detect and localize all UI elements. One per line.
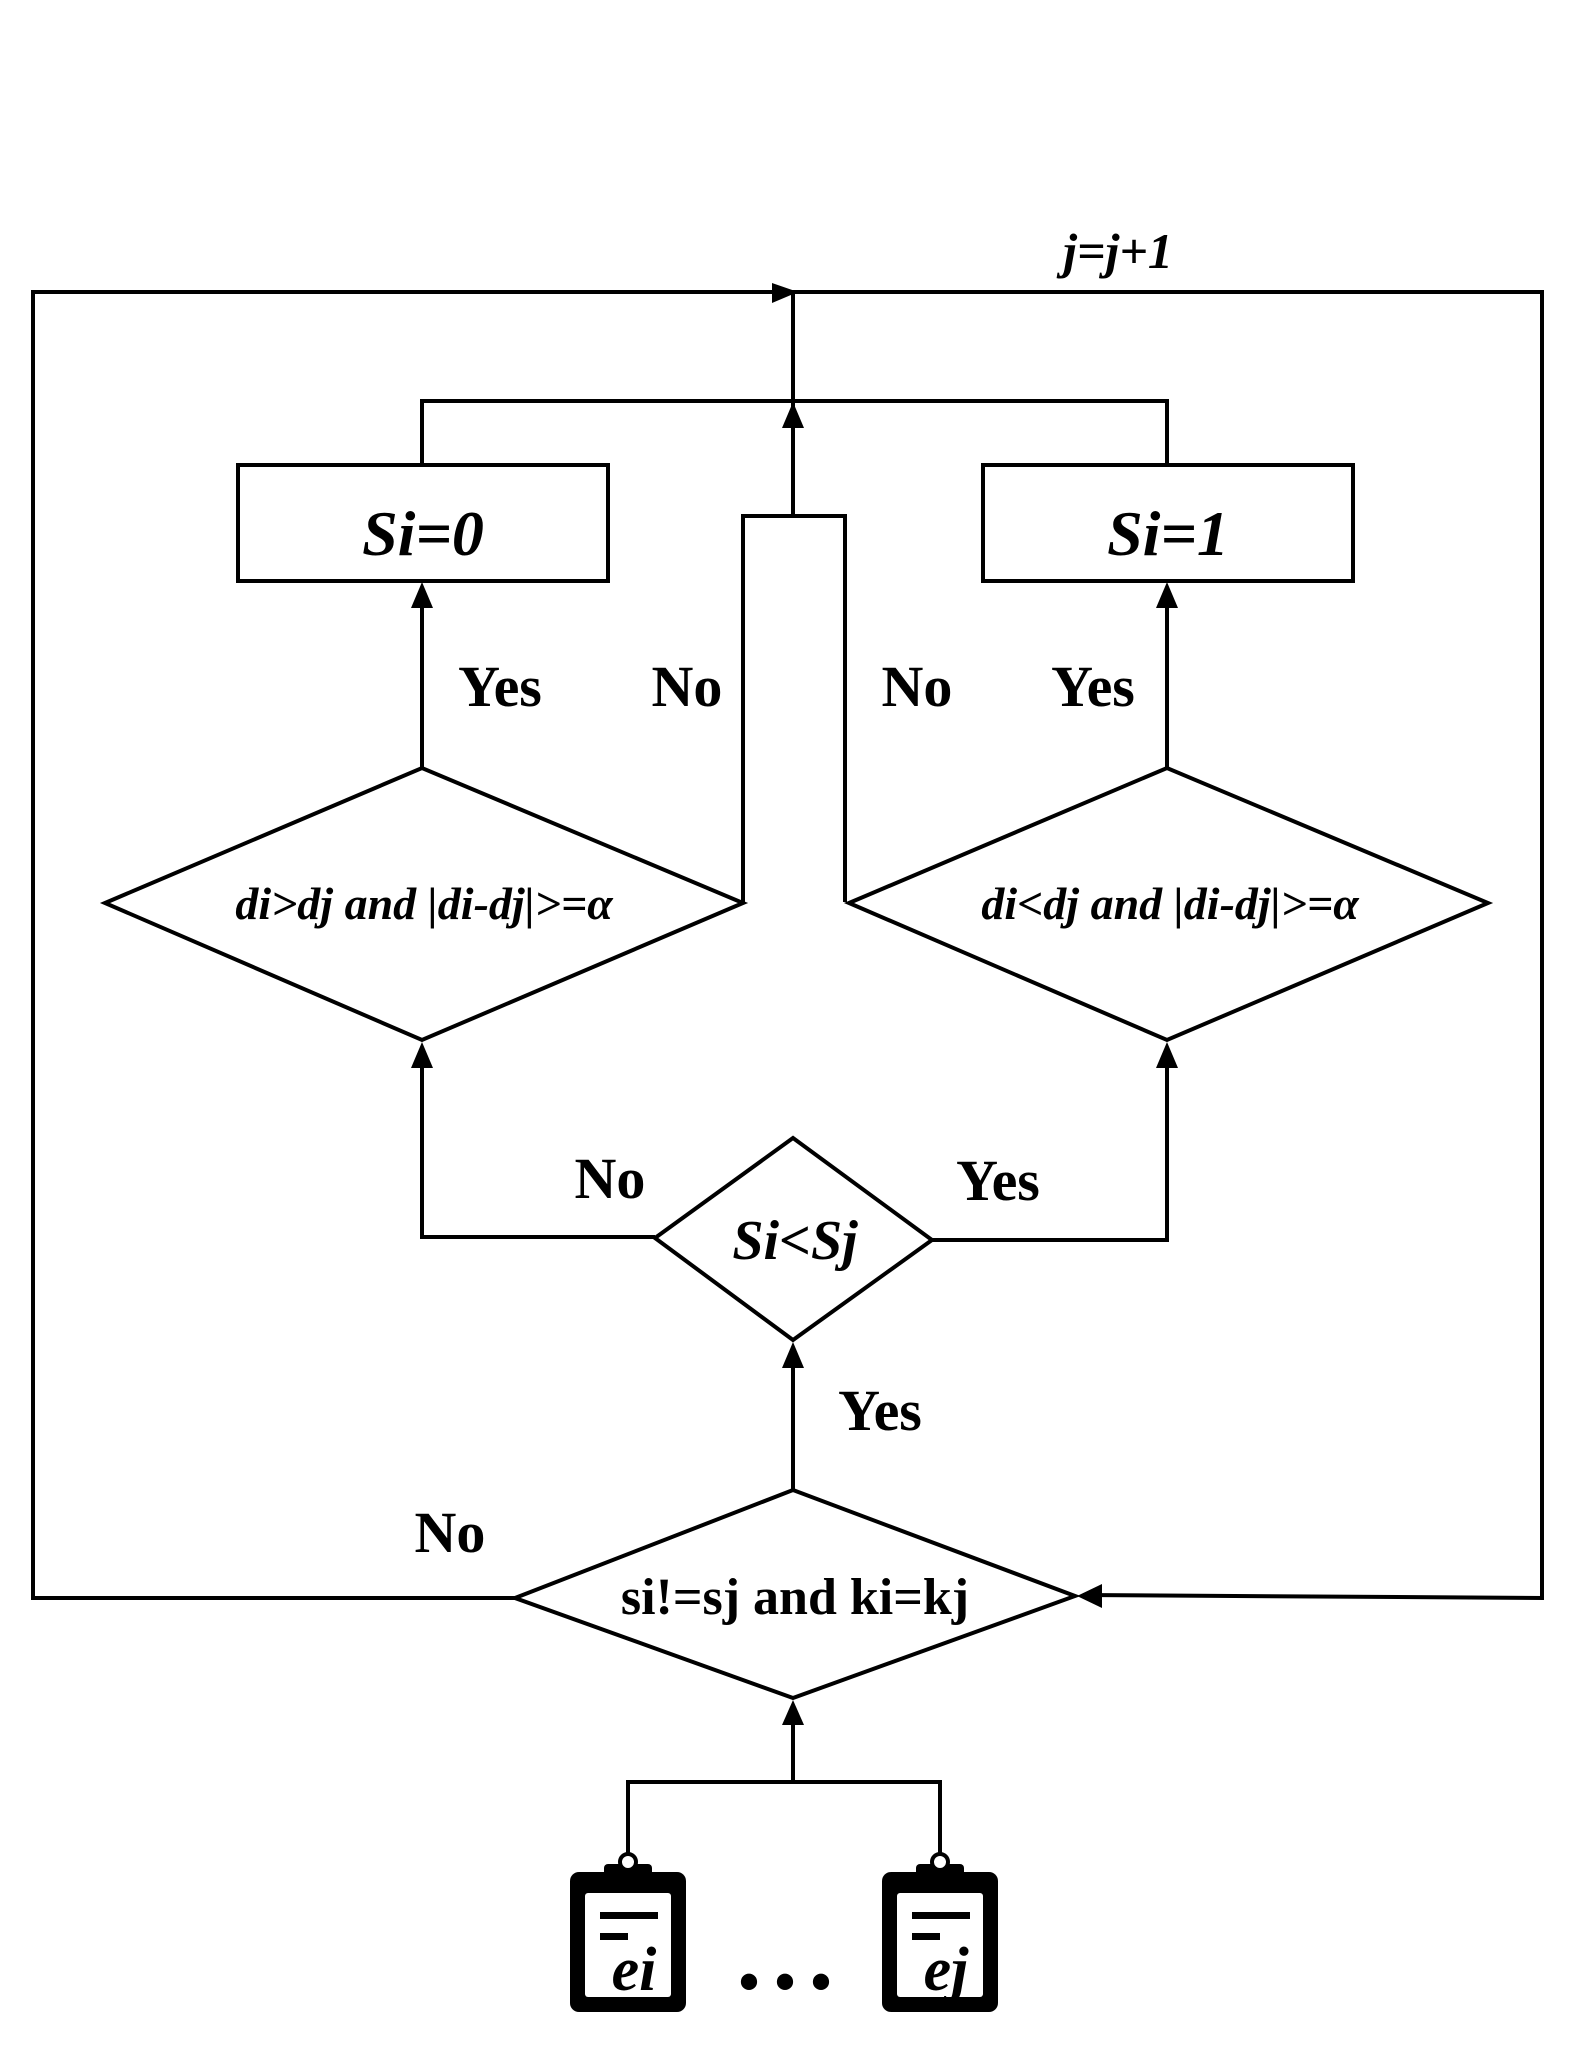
clipboard-icon — [570, 1852, 686, 2012]
middle-no-label: No — [575, 1146, 646, 1211]
decision-left-label: di>dj and |di-dj|>=α — [235, 878, 614, 929]
bottom-yes-label: Yes — [838, 1378, 922, 1443]
clipboard-icon — [882, 1852, 998, 2012]
right-decision-arrow-head — [1156, 1042, 1178, 1068]
box-si-0 — [236, 463, 610, 583]
loop-label: j=j+1 — [1056, 223, 1173, 279]
bottom-no-label: No — [415, 1500, 486, 1565]
left-no-line — [741, 514, 847, 902]
loop-right-line — [790, 290, 1544, 1601]
document-ei-label: ei — [612, 1936, 657, 2004]
ellipsis: • • • — [738, 1949, 831, 2015]
decision-bottom-label: si!=sj and ki=kj — [621, 1569, 969, 1626]
box-si-0-label: Si=0 — [362, 498, 484, 569]
left-no-label: No — [652, 654, 723, 719]
right-yes-label: Yes — [1051, 654, 1135, 719]
decision-middle-label: Si<Sj — [732, 1210, 858, 1272]
decision-right-label: di<dj and |di-dj|>=α — [981, 878, 1360, 929]
box-left-merge-line — [420, 399, 1169, 465]
box-si-1-label: Si=1 — [1107, 498, 1229, 569]
left-yes-label: Yes — [458, 654, 542, 719]
middle-yes-label: Yes — [956, 1148, 1040, 1213]
loop-return-arrow-head — [1077, 1584, 1102, 1608]
loop-arrow-head — [772, 283, 798, 303]
box-si-1 — [981, 463, 1355, 583]
decision-right — [843, 765, 1494, 1043]
loop-left-line — [31, 290, 785, 1600]
middle-yes-line — [932, 1048, 1169, 1242]
decision-left — [99, 765, 749, 1043]
right-box-arrow-head — [1156, 582, 1178, 608]
right-no-label: No — [882, 654, 953, 719]
left-box-arrow-head — [411, 582, 433, 608]
docs-merge-line — [626, 1780, 942, 1862]
middle-decision-arrow-head — [782, 1342, 804, 1368]
decision-bottom — [509, 1487, 1081, 1701]
decision-middle — [651, 1135, 936, 1343]
left-decision-arrow-head — [411, 1042, 433, 1068]
trunk-arrow-head — [782, 402, 804, 428]
bottom-decision-arrow-head — [782, 1700, 804, 1725]
document-ej-label: ej — [924, 1936, 970, 2004]
middle-no-line — [420, 1048, 655, 1239]
